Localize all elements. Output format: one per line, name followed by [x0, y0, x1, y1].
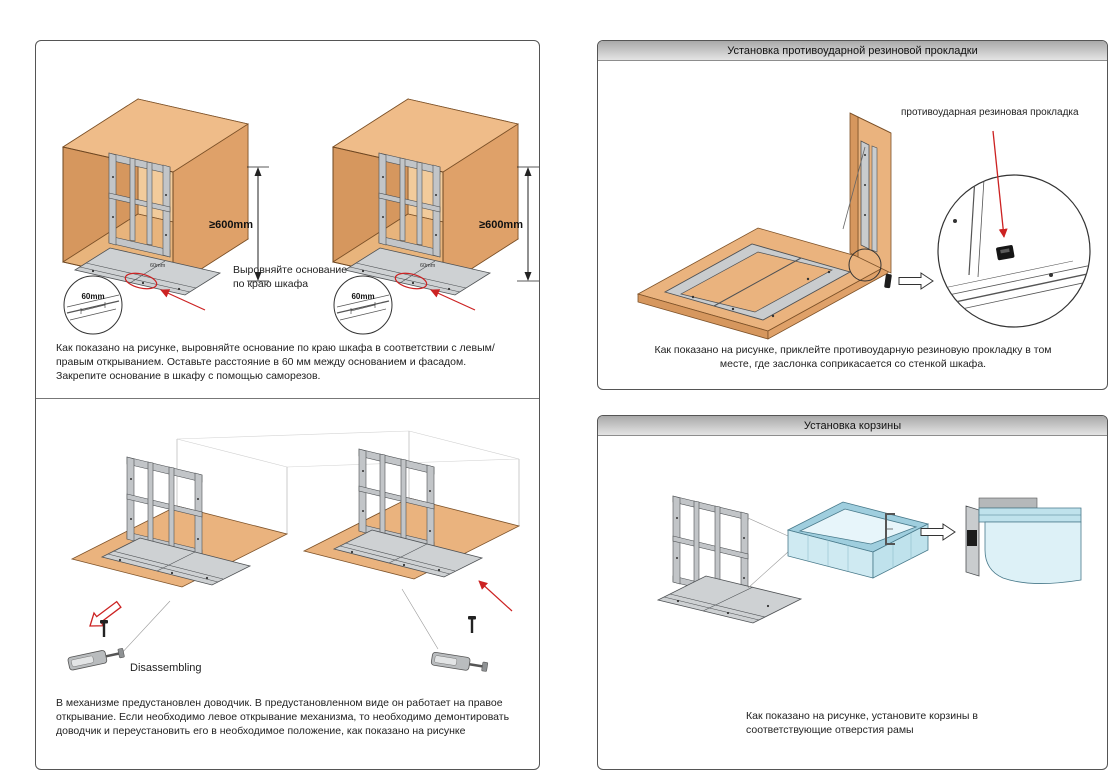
corner-highlight-circle: [848, 248, 882, 282]
panel-header: Установка противоударной резиновой прокл…: [598, 41, 1107, 61]
detail-circle: [937, 174, 1091, 328]
figure-rubber-pad: [636, 112, 1091, 340]
panel-title: Установка корзины: [803, 419, 902, 432]
align-note-line2: по краю шкафа: [233, 278, 309, 291]
align-note-line1: Выровняйте основание: [233, 264, 348, 276]
figure-damper-reinstall: Disassembling: [66, 430, 520, 675]
mechanism-frame-flat: [663, 243, 852, 321]
cabinet-right-illustration: [333, 99, 539, 334]
rubber-pad-detail: [996, 245, 1015, 261]
mechanism-vertical-rail: [842, 140, 878, 253]
mechanism-left-open-illustration: [71, 438, 288, 588]
basket-mount-detail: [965, 497, 1082, 584]
disassembling-label: Disassembling: [130, 662, 202, 674]
detail-circle-content: [938, 176, 1090, 314]
figure-base-alignment: 60mm ≥600mm: [41, 71, 539, 339]
align-note: Выровняйте основание по краю шкафа: [233, 263, 347, 291]
install-position-arrow: [478, 580, 513, 612]
panel-rubber-pad: Установка противоударной резиновой прокл…: [597, 40, 1108, 390]
screw-icon: [468, 616, 476, 633]
direction-arrow: [898, 272, 934, 290]
damper-icon: [66, 644, 127, 672]
rubber-pad-piece: [884, 273, 892, 289]
screw-icon: [100, 620, 108, 637]
mechanism-right-open-illustration: [303, 430, 520, 580]
panel-basket-installation: Установка корзины: [597, 415, 1108, 770]
damper-icon: [429, 650, 490, 675]
panel-header: Установка корзины: [598, 416, 1107, 436]
basket-instructions: Как показано на рисунке, установите корз…: [746, 710, 978, 737]
cabinet-left-illustration: [63, 99, 269, 334]
basket: [786, 501, 930, 579]
figure-basket-install: [656, 495, 1082, 624]
panel-title: Установка противоударной резиновой прокл…: [727, 44, 978, 57]
insert-arrow: [920, 523, 956, 541]
pad-pointer-arrow: [992, 130, 1008, 238]
rubber-pad-instructions: Как показано на рисунке, приклейте проти…: [654, 344, 1052, 371]
damper-instructions: В механизме предустановлен доводчик. В п…: [56, 697, 510, 738]
panel-base-installation: 60mm ≥600mm: [35, 40, 540, 770]
base-alignment-instructions: Как показано на рисунке, выровняйте осно…: [56, 342, 495, 383]
section-divider: [36, 398, 539, 399]
basket-frame: [656, 495, 803, 624]
rubber-pad-label: противоударная резиновая прокладка: [901, 107, 1079, 118]
cabinet-side-panel: [849, 112, 892, 274]
